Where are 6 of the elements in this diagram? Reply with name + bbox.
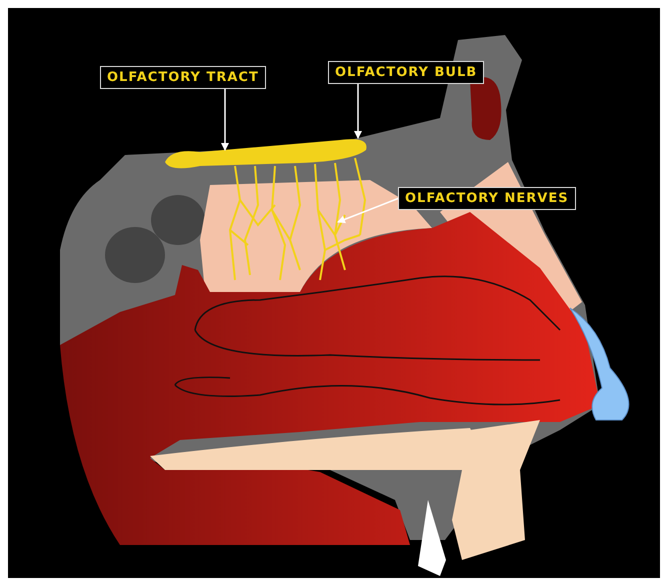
callout-label: OLFACTORY BULB xyxy=(328,61,484,84)
leader-arrow xyxy=(337,198,398,224)
leader-arrow xyxy=(354,84,362,139)
callout-label: OLFACTORY TRACT xyxy=(100,66,266,89)
leader-arrow xyxy=(221,89,229,151)
callout-label: OLFACTORY NERVES xyxy=(398,187,576,210)
